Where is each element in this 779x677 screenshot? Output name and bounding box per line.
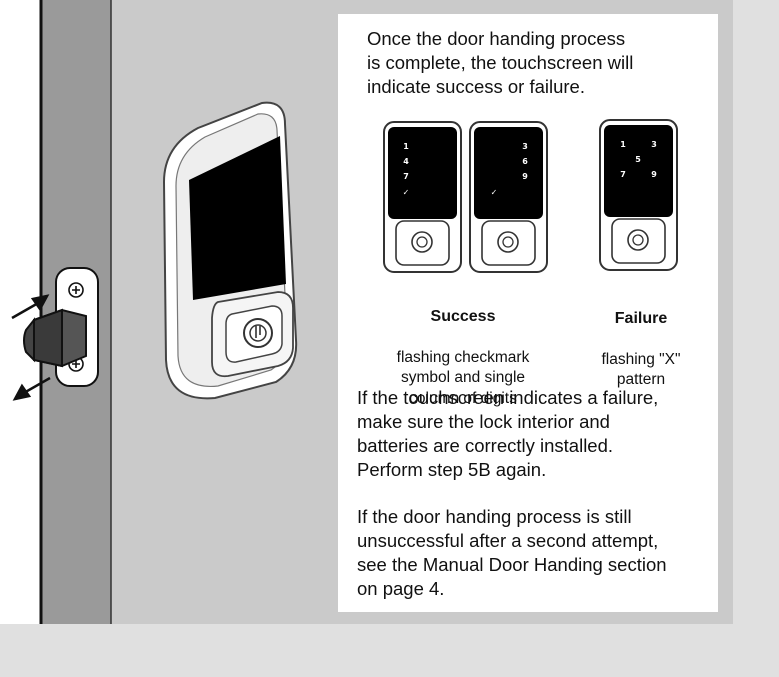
failure-title: Failure <box>614 309 668 327</box>
lock-body <box>162 101 298 400</box>
failure-keypad-digit: 1 <box>620 140 626 149</box>
success-description: flashing checkmark symbol and single col… <box>396 348 530 407</box>
failure-instructions: If the touchscreen indicates a failure, … <box>357 387 659 480</box>
failure-description: flashing "X" pattern <box>601 350 681 389</box>
success-left-keypad-digit: 4 <box>403 157 409 166</box>
failure-keypad-digit: 9 <box>651 170 657 179</box>
success-right-keypad-digit: ✓ <box>491 188 498 197</box>
failure-keypad: 1 3 57 9 <box>599 119 678 271</box>
success-right-keypad-digit: 3 <box>522 142 528 151</box>
latch-arrows <box>11 294 51 401</box>
success-left-keypad-digit: ✓ <box>403 188 410 197</box>
failure-keypad-digit: 7 <box>620 170 626 179</box>
success-keypad-right: 3 6 9 ✓ <box>469 121 548 273</box>
latch-bolt <box>23 308 87 368</box>
intro-text: Once the door handing process is complet… <box>367 28 634 97</box>
lock-touchscreen <box>189 136 286 300</box>
instruction-panel: Once the door handing process is complet… <box>338 14 718 612</box>
failure-keypad-digit: 5 <box>635 155 641 164</box>
failure-caption: Failure flashing "X" pattern <box>581 288 701 391</box>
success-left-keypad-digit: 1 <box>403 142 409 151</box>
success-right-keypad-digit: 9 <box>522 172 528 181</box>
failure-keypad-digit: 3 <box>651 140 657 149</box>
manual-instructions: If the door handing process is still uns… <box>357 506 667 599</box>
success-title: Success <box>430 307 496 325</box>
success-right-keypad-digit: 6 <box>522 157 528 166</box>
success-left-keypad-digit: 7 <box>403 172 409 181</box>
success-caption: Success flashing checkmark symbol and si… <box>378 286 548 409</box>
success-keypad-left: 1 4 7 ✓ <box>383 121 462 273</box>
